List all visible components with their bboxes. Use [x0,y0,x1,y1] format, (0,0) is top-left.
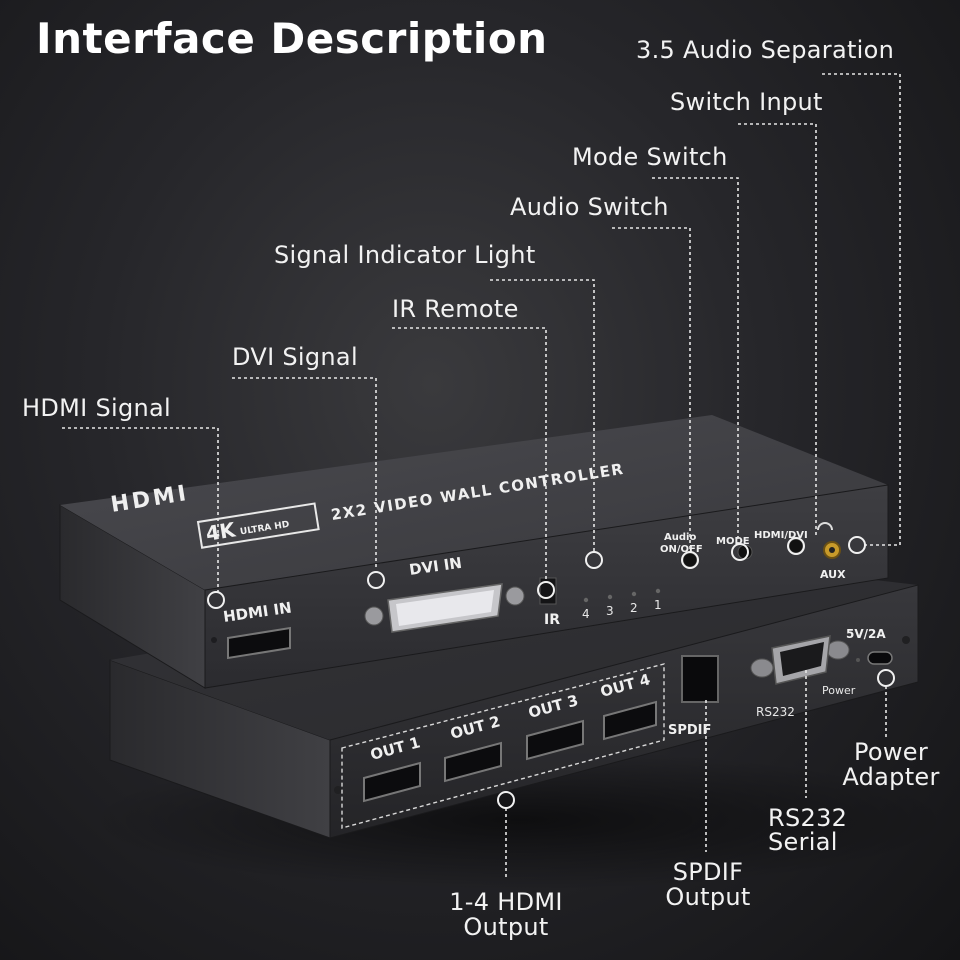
callout-marker [207,591,225,609]
indicator-label: 3 [606,604,614,618]
led-indicator [631,591,637,597]
hdmi-output-port [444,741,502,783]
indicator-label: 1 [654,598,662,612]
badge-top-text: 4K [204,517,238,546]
leader-line [62,427,219,592]
callout-marker [731,543,749,561]
callout-signal-indicator: Signal Indicator Light [274,241,536,269]
callout-marker [681,551,699,569]
spdif-label: SPDIF [668,723,711,738]
callout-hdmi-signal: HDMI Signal [22,394,171,422]
led-indicator [607,594,613,600]
callout-marker [787,537,805,555]
callout-line: Output [463,913,549,942]
indicator-label: 4 [582,607,590,621]
hdmi-dvi-btn-label: HDMI/DVI [754,530,808,541]
indicator-label: 2 [630,601,638,615]
hdmi-output-port [603,700,657,741]
audio-btn-label: Audio [664,532,696,543]
callout-marker [877,669,895,687]
front-unit [59,415,889,689]
outputs-outline [341,663,665,829]
callout-switch-input: Switch Input [670,88,823,116]
ir-label: IR [544,612,560,628]
headphone-icon [817,522,833,531]
callout-dvi-signal: DVI Signal [232,343,358,371]
callout-marker [537,581,555,599]
leader-line [612,227,691,552]
callout-marker [848,536,866,554]
callout-line: Serial [768,828,838,856]
rs232-port [750,635,850,685]
hdmi-in-port [227,626,291,660]
spdif-port [681,655,719,703]
callout-audio-separation: 3.5 Audio Separation [636,36,895,64]
audio-btn-label: ON/OFF [660,544,703,555]
power-label: Power [822,684,856,697]
callout-mode-switch: Mode Switch [572,143,728,171]
led-indicator [655,588,661,594]
callout-line: Adapter [842,763,940,792]
callout-marker [585,551,603,569]
power-rating-label: 5V/2A [846,627,886,641]
callout-power-adapter: Power Adapter [826,738,956,792]
callout-spdif-output: SPDIF Output [648,858,768,912]
callout-marker [367,571,385,589]
audio-button [682,552,698,568]
page-title: Interface Description [36,14,548,63]
callout-line: Power [853,738,929,766]
hdmi-output-port [363,761,421,803]
rs232-label: RS232 [756,705,795,719]
leader-line [490,279,595,552]
hdmi-dvi-button [788,538,804,554]
callout-audio-switch: Audio Switch [510,193,669,221]
power-port [867,651,893,665]
leader-line [652,177,739,544]
leader-line [232,377,377,570]
callout-hdmi-output: 1-4 HDMI Output [436,888,576,942]
callout-line: Output [665,883,751,912]
leader-line [822,73,901,546]
led-indicator [583,597,589,603]
callout-line: 1-4 HDMI [449,888,563,916]
callout-line: SPDIF [672,858,744,886]
leader-line [738,123,817,536]
hdmi-output-port [526,719,584,761]
mode-btn-label: MODE [716,536,750,547]
dvi-in-port [364,583,525,633]
callout-marker [497,791,515,809]
aux-label: AUX [820,568,846,581]
callout-ir-remote: IR Remote [392,295,519,323]
callout-rs232: RS232 Serial [768,806,847,854]
callout-line: RS232 [768,804,848,832]
